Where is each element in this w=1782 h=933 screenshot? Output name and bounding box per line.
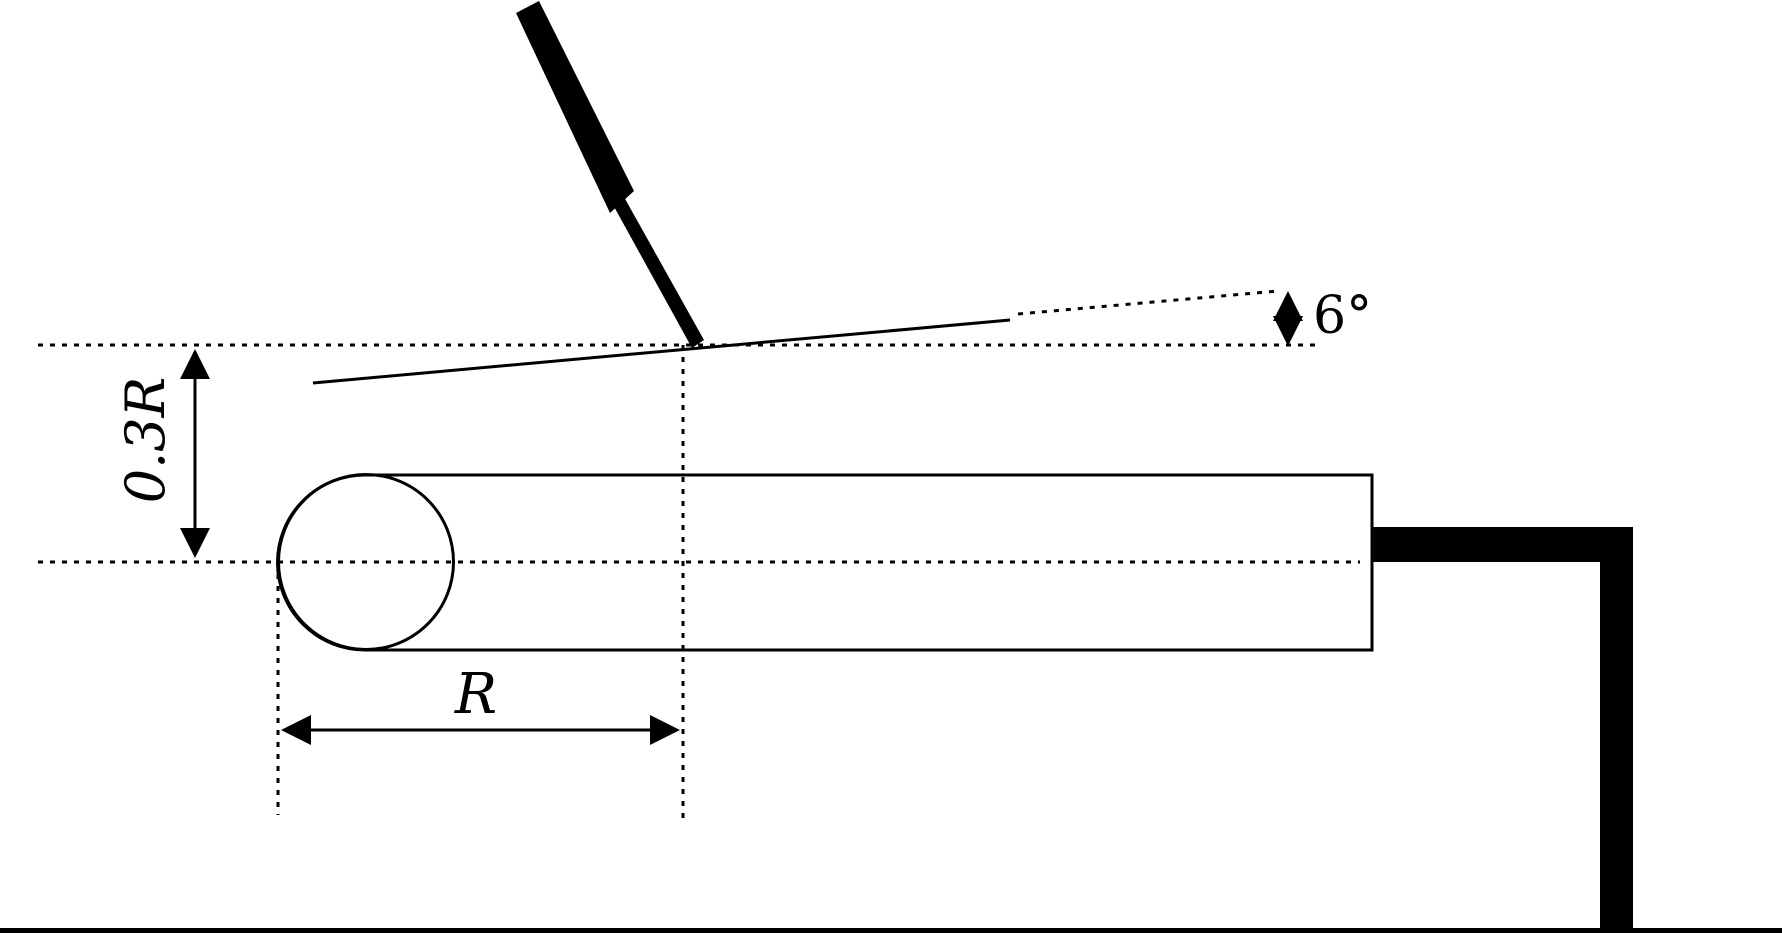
floor-line (0, 928, 1782, 933)
tilted-plate (312, 318, 1011, 385)
support-bracket (1372, 527, 1633, 933)
tube-end-circle (277, 473, 455, 651)
probe-handle (516, 1, 634, 213)
plate-extension-line (1017, 289, 1279, 316)
tube-body (276, 473, 1374, 652)
radius-label: R (454, 662, 497, 727)
offset-label: 0.3R (114, 377, 177, 504)
angle-label: 6° (1313, 286, 1372, 346)
probe-tip (612, 197, 704, 348)
